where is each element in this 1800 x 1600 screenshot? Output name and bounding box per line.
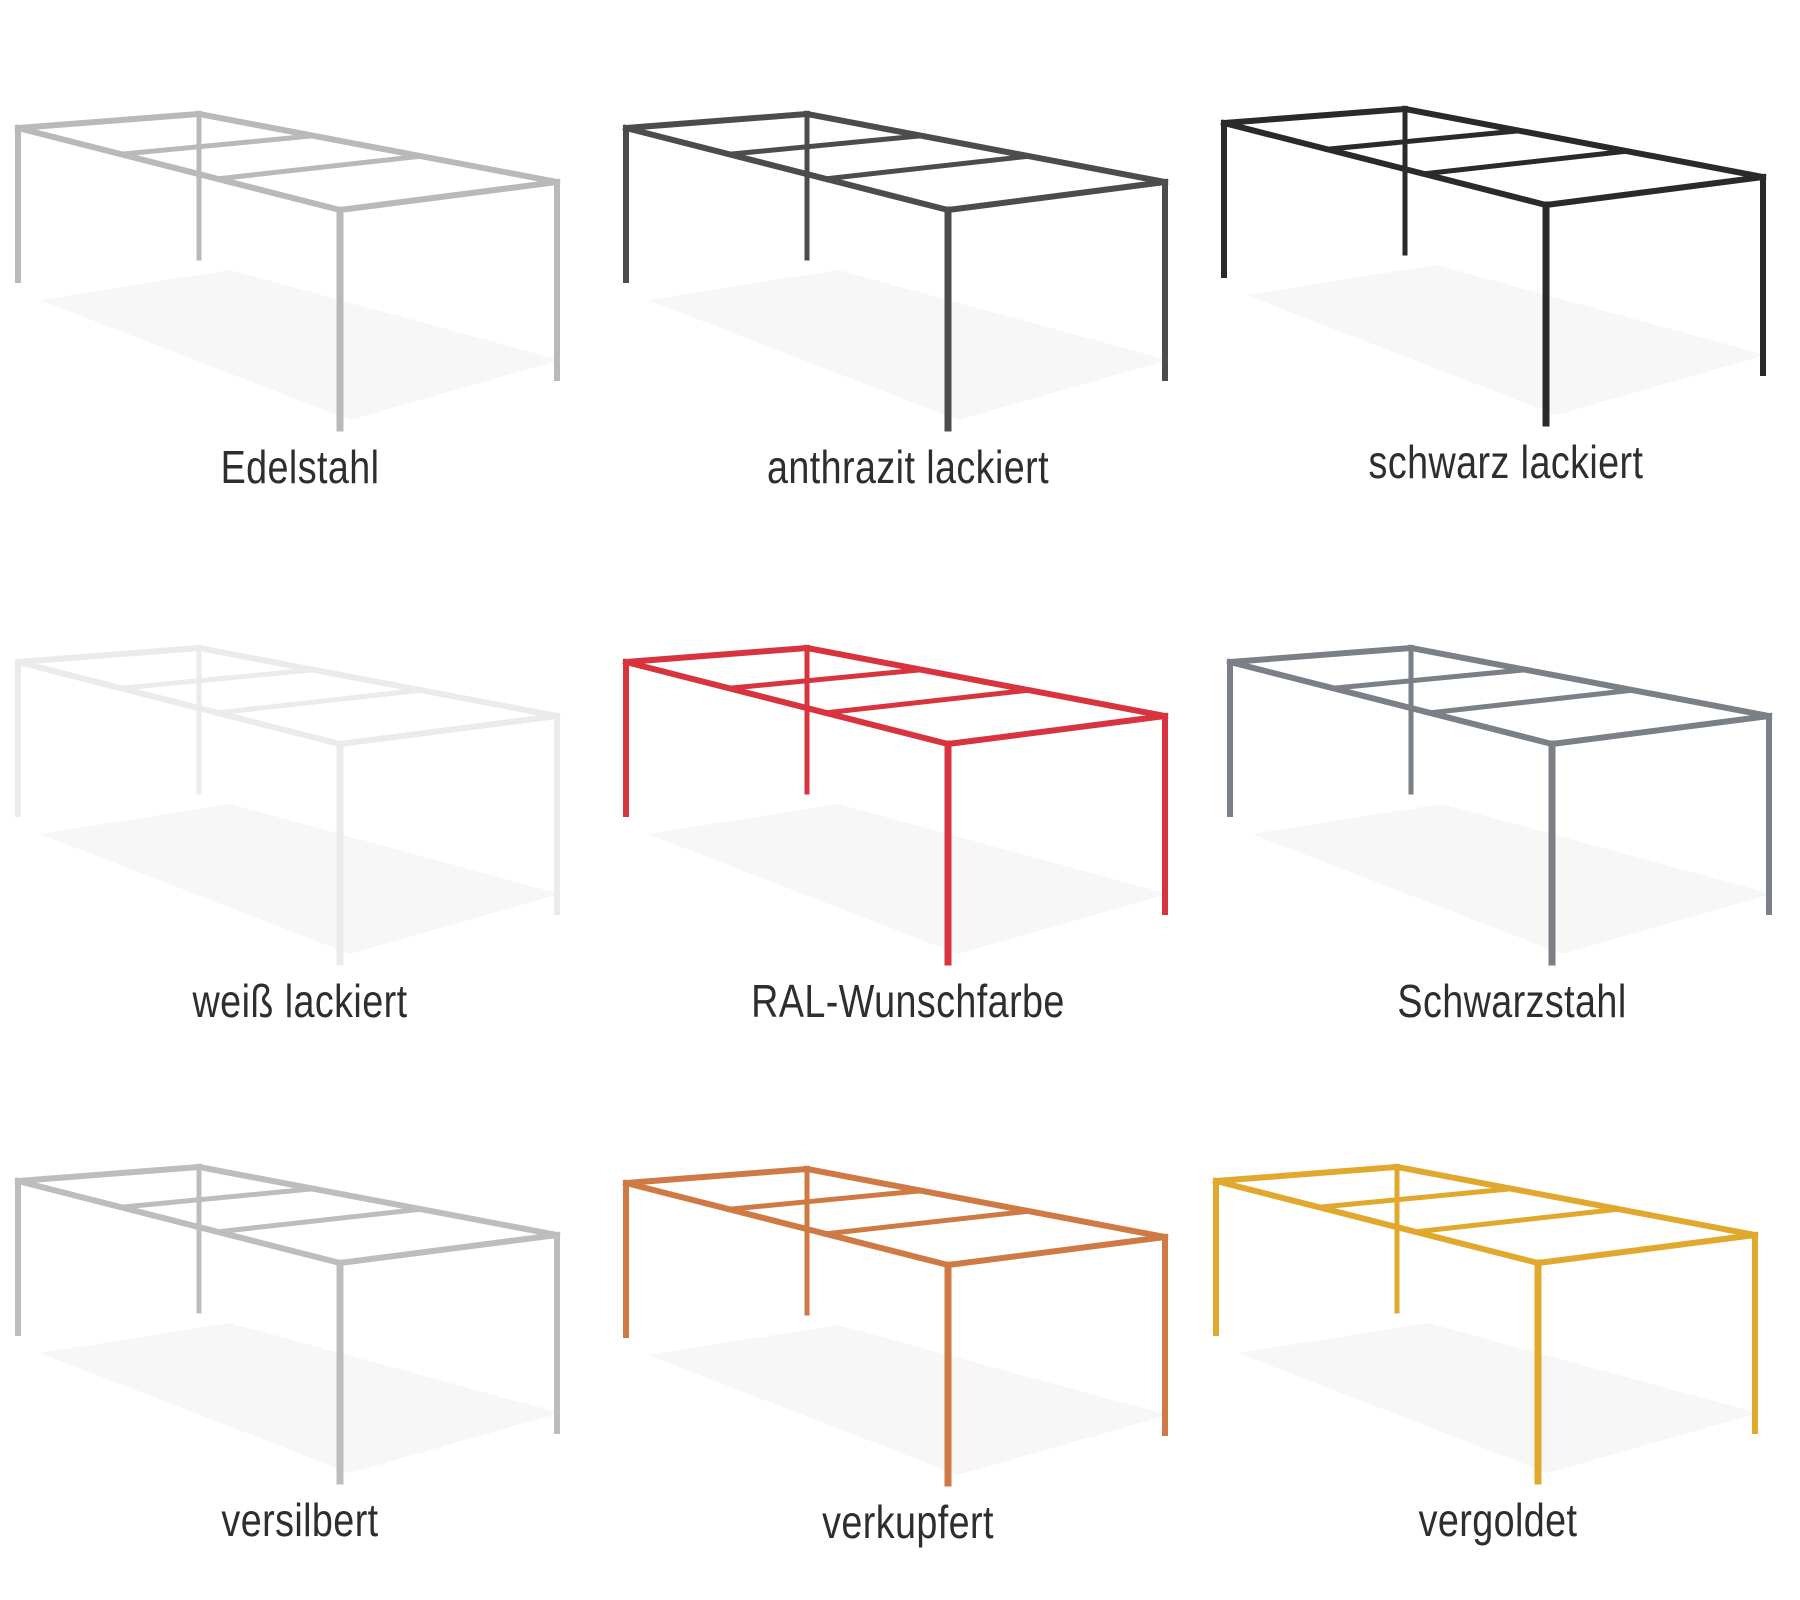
- frame-rail: [1534, 1231, 1759, 1267]
- frame-crossbar: [1324, 128, 1523, 152]
- table-frame-image: [1220, 105, 1767, 427]
- table-frame-image: [14, 110, 561, 432]
- frame-shadow: [40, 804, 560, 954]
- frame-rail: [14, 1163, 203, 1185]
- frame-rail: [622, 110, 811, 132]
- frame-rail: [14, 644, 203, 666]
- finish-option-edelstahl[interactable]: Edelstahl: [0, 0, 600, 530]
- table-frame-image: [14, 644, 561, 966]
- finish-option-verkupfert[interactable]: verkupfert: [608, 1055, 1208, 1585]
- frame-crossbar: [1426, 687, 1636, 716]
- finish-option-schwarz[interactable]: schwarz lackiert: [1206, 0, 1800, 525]
- finish-option-ral[interactable]: RAL-Wunschfarbe: [608, 534, 1208, 1064]
- frame-rail: [14, 110, 203, 132]
- frame-rail: [14, 1177, 344, 1267]
- table-frame-image: [622, 1165, 1169, 1487]
- finish-label: RAL-Wunschfarbe: [751, 975, 1065, 1027]
- finish-label: weiß lackiert: [192, 975, 408, 1027]
- frame-shadow: [1252, 804, 1772, 954]
- frame-rail: [803, 110, 1169, 186]
- frame-rail: [1226, 658, 1556, 748]
- frame-rail: [1542, 173, 1767, 209]
- frame-rail: [1407, 644, 1773, 720]
- frame-rail: [622, 1179, 952, 1269]
- finish-label: anthrazit lackiert: [766, 441, 1050, 493]
- frame-rail: [944, 1233, 1169, 1269]
- frame-rail: [1220, 119, 1550, 209]
- table-frame-image: [14, 1163, 561, 1485]
- frame-shadow: [1246, 265, 1766, 415]
- finish-label: schwarz lackiert: [1368, 436, 1644, 488]
- frame-rail: [14, 658, 344, 748]
- frame-rail: [622, 1165, 811, 1187]
- frame-rail: [944, 712, 1169, 748]
- frame-rail: [1393, 1163, 1759, 1239]
- frame-crossbar: [726, 133, 925, 157]
- frame-rail: [944, 178, 1169, 214]
- frame-crossbar: [822, 153, 1032, 182]
- frame-crossbar: [118, 1186, 317, 1210]
- frame-crossbar: [118, 667, 317, 691]
- frame-rail: [1212, 1163, 1401, 1185]
- frame-rail: [803, 644, 1169, 720]
- finish-label: versilbert: [221, 1494, 379, 1546]
- frame-shadow: [1238, 1323, 1758, 1473]
- finish-label: Edelstahl: [220, 441, 380, 493]
- frame-rail: [336, 178, 561, 214]
- finish-option-schwarzstahl[interactable]: Schwarzstahl: [1212, 534, 1800, 1064]
- frame-crossbar: [118, 133, 317, 157]
- frame-shadow: [40, 1323, 560, 1473]
- table-frame-image: [1212, 1163, 1759, 1485]
- frame-rail: [195, 644, 561, 720]
- frame-crossbar: [214, 153, 424, 182]
- frame-rail: [622, 124, 952, 214]
- frame-rail: [803, 1165, 1169, 1241]
- frame-rail: [1401, 105, 1767, 181]
- frame-crossbar: [1330, 667, 1529, 691]
- frame-crossbar: [214, 1206, 424, 1235]
- frame-rail: [1220, 105, 1409, 127]
- frame-crossbar: [822, 1208, 1032, 1237]
- frame-crossbar: [726, 667, 925, 691]
- frame-rail: [1226, 644, 1415, 666]
- frame-rail: [1212, 1177, 1542, 1267]
- frame-crossbar: [726, 1188, 925, 1212]
- table-frame-image: [622, 110, 1169, 432]
- frame-shadow: [40, 270, 560, 420]
- table-frame-image: [622, 644, 1169, 966]
- frame-crossbar: [1316, 1186, 1515, 1210]
- frame-crossbar: [1420, 148, 1630, 177]
- frame-rail: [14, 124, 344, 214]
- frame-crossbar: [822, 687, 1032, 716]
- finish-label: Schwarzstahl: [1397, 975, 1627, 1027]
- frame-shadow: [648, 270, 1168, 420]
- finish-option-vergoldet[interactable]: vergoldet: [1198, 1053, 1798, 1583]
- frame-rail: [195, 1163, 561, 1239]
- frame-shadow: [648, 1325, 1168, 1475]
- frame-rail: [336, 712, 561, 748]
- finish-option-anthrazit[interactable]: anthrazit lackiert: [608, 0, 1208, 530]
- frame-rail: [195, 110, 561, 186]
- frame-shadow: [648, 804, 1168, 954]
- finish-label: verkupfert: [822, 1496, 994, 1548]
- frame-rail: [336, 1231, 561, 1267]
- frame-crossbar: [214, 687, 424, 716]
- frame-rail: [1548, 712, 1773, 748]
- frame-crossbar: [1412, 1206, 1622, 1235]
- frame-rail: [622, 644, 811, 666]
- finish-option-weiss[interactable]: weiß lackiert: [0, 534, 600, 1064]
- frame-rail: [622, 658, 952, 748]
- finish-label: vergoldet: [1418, 1494, 1578, 1546]
- finish-option-versilbert[interactable]: versilbert: [0, 1053, 600, 1583]
- table-frame-image: [1226, 644, 1773, 966]
